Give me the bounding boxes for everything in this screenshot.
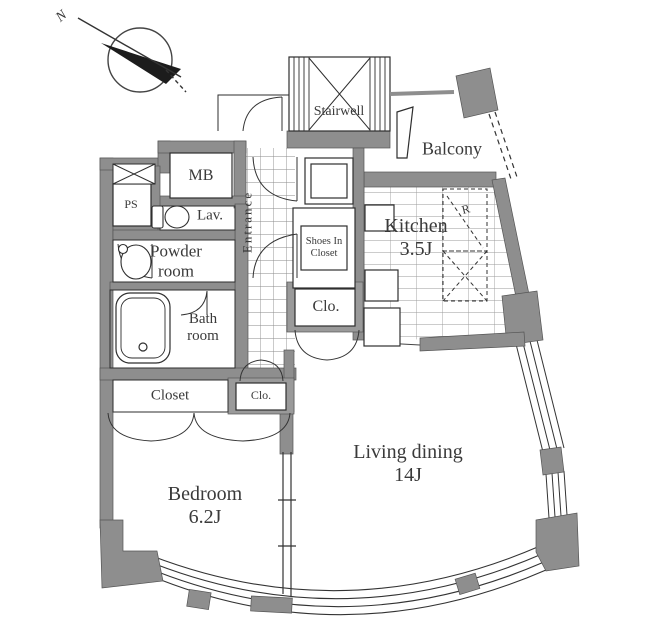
hall-door-arc [252, 156, 298, 202]
refrigerator-area [442, 188, 488, 302]
entry-porch-outline [217, 94, 289, 131]
bathroom-door-arc [180, 290, 208, 316]
kitchen-counter [363, 307, 401, 347]
bedroom-closet-outline [112, 379, 229, 413]
pipe-space-label: PS [124, 197, 138, 212]
kitchen-counter [364, 204, 395, 232]
curved-window-wall [151, 545, 547, 616]
balcony-partition [396, 106, 414, 159]
bedroom-closet-label: Closet [150, 387, 190, 404]
white-boxes [112, 106, 414, 411]
sink-icon [117, 243, 152, 280]
utility-x-box [112, 163, 156, 185]
toilet-icon [151, 205, 190, 229]
entry-door-arc [242, 96, 283, 132]
right-window-band [515, 339, 568, 519]
small-closet-label: Clo. [250, 388, 272, 403]
balcony-label: Balcony [422, 138, 482, 159]
hall-door-arc [252, 233, 298, 279]
hall-closet-doors [294, 329, 360, 361]
meter-box [169, 152, 233, 199]
small-closet-box [235, 382, 287, 411]
balcony-railing [389, 90, 519, 183]
living-dining-label: Living dining 14J [353, 441, 463, 486]
bathtub-icon [115, 292, 171, 364]
powder-room-label: Powder room [150, 241, 202, 280]
balcony-pillar [455, 67, 499, 119]
meter-box-label: MB [188, 166, 214, 184]
bathroom-outline [109, 289, 236, 369]
compass-icon [77, 17, 187, 93]
kitchen-counter [364, 269, 399, 302]
stairwell-label: Stairwell [313, 103, 365, 119]
bedroom-label: Bedroom 6.2J [167, 483, 243, 528]
room-outlines [109, 94, 289, 413]
bathroom-label: Bath room [187, 310, 219, 344]
bifold-closet-doors [107, 412, 291, 442]
shoes-closet-label: Shoes In Closet [305, 235, 343, 259]
small-closet-doors [239, 359, 284, 382]
bedroom-living-divider-wall [278, 452, 296, 597]
kitchen-label: Kitchen 3.5J [384, 215, 448, 260]
entrance-label: Entrance [239, 190, 255, 254]
hall-closet-label: Clo. [312, 297, 340, 315]
stairwell-structure [288, 56, 391, 132]
powder-room-outline [112, 239, 236, 283]
hall-closet-box [294, 288, 356, 327]
lavatory-label: Lav. [196, 207, 224, 224]
